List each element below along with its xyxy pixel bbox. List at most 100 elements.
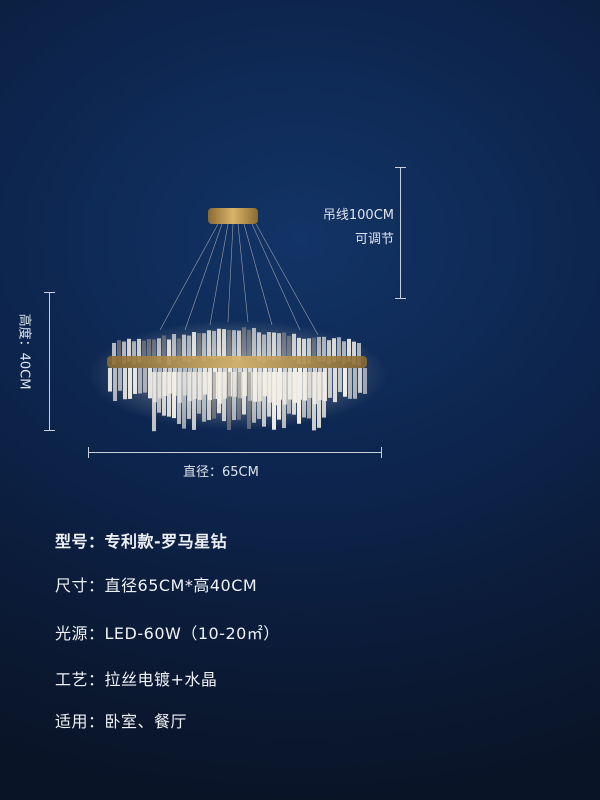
gold-ring <box>107 356 367 368</box>
crystal <box>312 337 316 363</box>
crystal <box>242 327 246 358</box>
crystal <box>302 338 306 365</box>
crystal <box>117 340 121 363</box>
crystal <box>347 338 351 362</box>
crystal <box>137 338 141 363</box>
crystal <box>257 372 261 419</box>
crystal <box>332 338 336 363</box>
crystal <box>177 372 181 424</box>
crystal <box>192 332 196 360</box>
cord-length-label: 吊线100CM <box>322 208 394 223</box>
crystal <box>157 338 161 364</box>
crystal <box>148 368 152 399</box>
height-dimension-cap-bottom <box>44 430 55 431</box>
crystal <box>172 334 176 360</box>
ceiling-canopy <box>208 208 258 224</box>
crystal <box>277 333 281 361</box>
crystal <box>252 327 256 358</box>
crystal <box>328 368 332 398</box>
crystal <box>227 329 231 360</box>
spec-usage: 适用：卧室、餐厅 <box>55 708 187 732</box>
crystal <box>207 330 211 359</box>
crystal <box>292 333 296 361</box>
crystal <box>287 336 291 363</box>
crystal <box>353 368 357 399</box>
cord-dimension-cap-top <box>395 167 406 168</box>
wire <box>243 223 273 326</box>
crystal <box>307 338 311 364</box>
wire <box>255 223 319 336</box>
spec-value: 直径65CM*高40CM <box>104 576 258 595</box>
crystal <box>167 339 171 365</box>
crystal <box>237 330 241 361</box>
crystal <box>202 333 206 361</box>
cord-dimension-cap-bottom <box>395 298 406 299</box>
crystal <box>152 339 156 365</box>
suspension-wires <box>159 223 319 336</box>
crystal <box>172 372 176 419</box>
crystal <box>127 338 131 362</box>
height-dimension-line <box>49 292 50 431</box>
crystal <box>267 331 271 361</box>
height-label: 高度：40CM <box>16 313 32 390</box>
crystal <box>312 372 316 431</box>
spec-size: 尺寸：直径65CM*高40CM <box>55 572 257 596</box>
spec-key: 尺寸： <box>55 576 105 595</box>
crystal <box>272 372 276 430</box>
wire <box>209 223 229 326</box>
crystal <box>197 333 201 361</box>
crystal <box>257 332 261 362</box>
crystal <box>162 372 166 416</box>
crystal <box>247 372 251 430</box>
crystal <box>317 372 321 428</box>
crystal <box>207 372 211 421</box>
crystal <box>348 368 352 399</box>
crystal <box>187 335 191 363</box>
crystal <box>197 372 201 414</box>
crystal <box>202 372 206 422</box>
spec-key: 光源： <box>55 624 105 643</box>
crystal <box>363 368 367 394</box>
crystal <box>357 342 361 366</box>
spec-value: LED-60W（10-20㎡） <box>104 624 280 643</box>
diameter-dimension-line <box>88 452 382 453</box>
crystal <box>128 368 132 399</box>
crystal <box>112 342 116 365</box>
crystal <box>358 368 362 393</box>
crystal <box>187 372 191 419</box>
crystal <box>217 372 221 414</box>
crystal <box>132 341 136 365</box>
crystal <box>247 329 251 360</box>
wire <box>227 223 234 323</box>
crystal <box>317 336 321 362</box>
crystal <box>252 372 256 423</box>
spec-key: 适用： <box>55 712 105 731</box>
crystal <box>227 372 231 431</box>
crystal <box>232 372 236 421</box>
crystal <box>297 337 301 365</box>
crystal <box>177 338 181 365</box>
crystal <box>262 334 266 363</box>
diameter-label: 直径：65CM <box>183 465 259 480</box>
wire <box>184 223 223 331</box>
crystal <box>222 329 226 359</box>
crystal <box>237 372 241 420</box>
crystal <box>338 368 342 392</box>
wire <box>237 223 249 323</box>
crystal <box>322 372 326 418</box>
crystal <box>302 372 306 418</box>
crystal <box>142 340 146 365</box>
cord-dimension-line <box>400 167 401 299</box>
crystal <box>122 341 126 365</box>
diameter-dimension-cap-left <box>88 447 89 458</box>
spec-light-source: 光源：LED-60W（10-20㎡） <box>55 620 280 644</box>
crystal <box>108 368 112 392</box>
crystal <box>138 368 142 394</box>
crystal <box>123 368 127 400</box>
crystal <box>217 328 221 358</box>
crystal <box>143 368 147 393</box>
crystal <box>157 372 161 413</box>
crystal <box>282 332 286 360</box>
wire <box>159 223 219 331</box>
